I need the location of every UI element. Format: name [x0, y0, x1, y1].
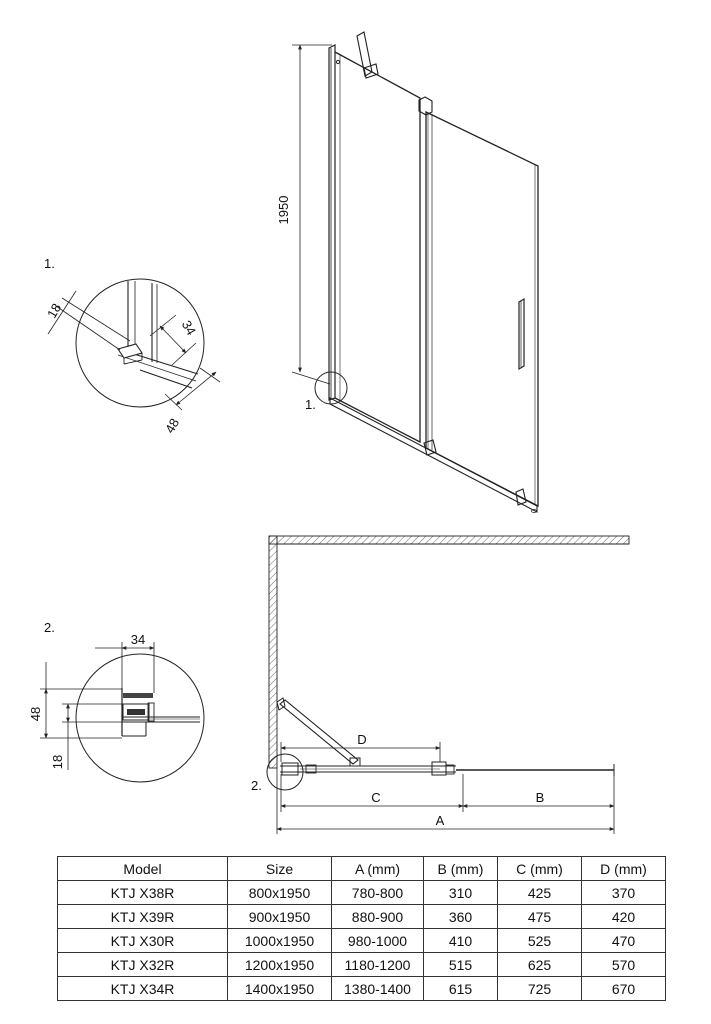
detail-2-circle: [75, 653, 205, 783]
cell-a: 780-800: [331, 880, 424, 905]
cell-c: 525: [497, 928, 582, 953]
dimension-c: C: [280, 774, 464, 812]
detail-1-number: 1.: [44, 256, 55, 271]
detail-2-marker-label: 2.: [251, 778, 262, 793]
detail-2-dim-18: 18: [50, 755, 65, 769]
table-row: KTJ X39R 900x1950 880-900 360 475 420: [57, 904, 666, 929]
cell-d: 470: [581, 928, 666, 953]
sliding-door-panel: [425, 110, 539, 508]
top-connector: [418, 96, 433, 116]
cell-d: 570: [581, 952, 666, 977]
cell-model: KTJ X30R: [57, 928, 228, 953]
dimension-b: B: [462, 776, 615, 834]
cell-model: KTJ X38R: [57, 880, 228, 905]
header-c: C (mm): [497, 856, 582, 881]
header-d: D (mm): [581, 856, 666, 881]
table-row: KTJ X38R 800x1950 780-800 310 425 370: [57, 880, 666, 905]
detail-2-marker-circle: [266, 753, 304, 791]
detail-1-dim-34: 34: [179, 318, 199, 338]
cell-size: 900x1950: [227, 904, 332, 929]
fixed-glass-panel: [334, 51, 421, 444]
detail-2-dim-34: 34: [131, 632, 145, 647]
dimension-a-label: A: [436, 813, 445, 828]
detail-1-marker-label: 1.: [305, 397, 316, 412]
dimension-a: A: [276, 768, 615, 834]
dimension-c-label: C: [371, 790, 380, 805]
cell-model: KTJ X34R: [57, 976, 228, 1001]
header-size: Size: [227, 856, 332, 881]
cell-c: 425: [497, 880, 582, 905]
plan-glass-track: [280, 761, 615, 776]
stabilizer-bar: [356, 31, 379, 79]
detail-1-dim-18: 18: [44, 301, 64, 321]
cell-size: 1000x1950: [227, 928, 332, 953]
wall-profile: [328, 44, 341, 401]
table-row: KTJ X34R 1400x1950 1380-1400 615 725 670: [57, 976, 666, 1001]
dimension-d: D: [280, 732, 441, 762]
cell-b: 515: [423, 952, 498, 977]
cell-a: 980-1000: [331, 928, 424, 953]
cell-model: KTJ X32R: [57, 952, 228, 977]
detail-1-circle: [75, 278, 205, 408]
detail-1: 1. 18 34 48: [44, 256, 221, 436]
cell-b: 615: [423, 976, 498, 1001]
plan-stabilizer-arm: [276, 697, 361, 767]
detail-2-number: 2.: [44, 620, 55, 635]
dimension-b-label: B: [536, 790, 545, 805]
cell-a: 880-900: [331, 904, 424, 929]
detail-1-dim-48: 48: [162, 416, 182, 436]
cell-c: 475: [497, 904, 582, 929]
specification-table: Model Size A (mm) B (mm) C (mm) D (mm) K…: [57, 856, 666, 1001]
dimension-d-label: D: [357, 732, 366, 747]
cell-d: 420: [581, 904, 666, 929]
detail-2: 2. 34 48 18: [28, 620, 205, 783]
cell-model: KTJ X39R: [57, 904, 228, 929]
cell-d: 370: [581, 880, 666, 905]
cell-size: 1400x1950: [227, 976, 332, 1001]
cell-a: 1380-1400: [331, 976, 424, 1001]
cell-b: 410: [423, 928, 498, 953]
height-label: 1950: [276, 196, 291, 225]
header-model: Model: [57, 856, 228, 881]
cell-size: 800x1950: [227, 880, 332, 905]
header-a: A (mm): [331, 856, 424, 881]
door-handle: [518, 297, 525, 371]
height-dimension: 1950: [276, 44, 332, 385]
technical-drawing: 1950: [28, 31, 630, 834]
shower-perspective-view: 1950: [276, 31, 539, 513]
cell-d: 670: [581, 976, 666, 1001]
cell-c: 725: [497, 976, 582, 1001]
cell-b: 310: [423, 880, 498, 905]
plan-view: 2. D C B A: [251, 535, 630, 834]
detail-1-marker-circle: [314, 371, 348, 405]
cell-a: 1180-1200: [331, 952, 424, 977]
cell-c: 625: [497, 952, 582, 977]
table-row: KTJ X32R 1200x1950 1180-1200 515 625 570: [57, 952, 666, 977]
cell-size: 1200x1950: [227, 952, 332, 977]
table-row: KTJ X30R 1000x1950 980-1000 410 525 470: [57, 928, 666, 953]
table-header-row: Model Size A (mm) B (mm) C (mm) D (mm): [57, 856, 666, 881]
bottom-rail: [329, 397, 538, 513]
cell-b: 360: [423, 904, 498, 929]
header-b: B (mm): [423, 856, 498, 881]
detail-2-dim-48: 48: [28, 707, 43, 721]
